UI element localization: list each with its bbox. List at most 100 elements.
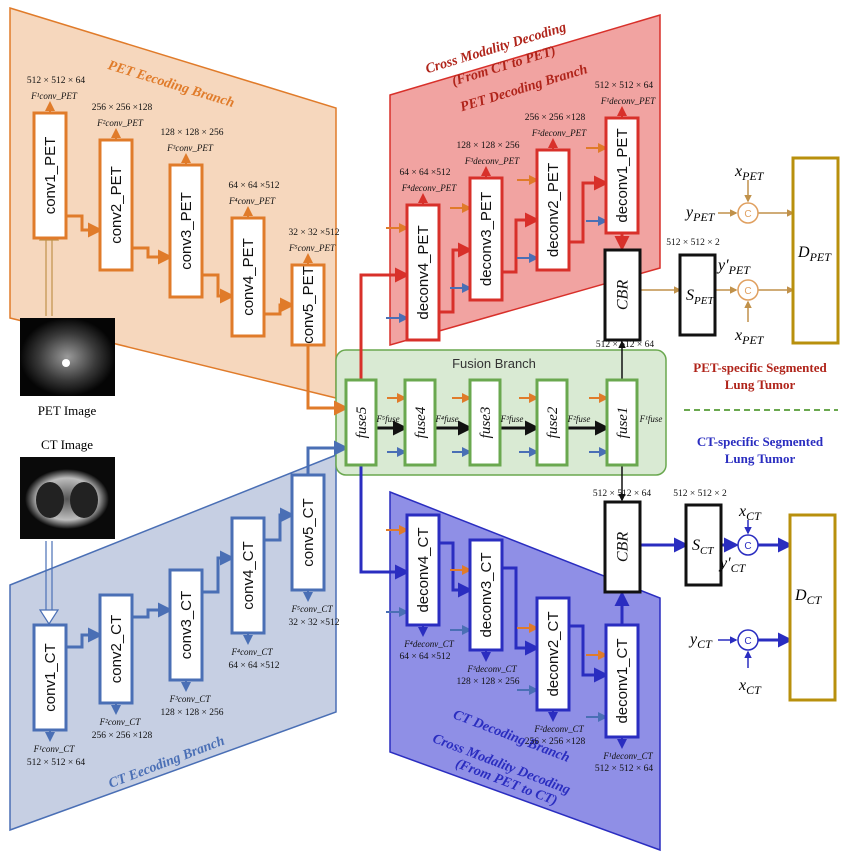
ct-deconv3_CT-box (468, 538, 504, 652)
ct-conv4-dim: 64 × 64 ×512 (228, 661, 279, 671)
pet-conv5-box (290, 263, 326, 347)
cbr-top-box (603, 248, 642, 342)
pet-image-hotspot (62, 359, 70, 367)
pet-deconv3_PET-dim: 128 × 128 × 256 (457, 141, 520, 151)
fusion-fuse1-box (605, 378, 639, 467)
ct-input-arrow (38, 541, 60, 626)
pet-deconv1_PET-feature: F¹deconv_PET (600, 96, 656, 106)
cbr-top-box-label: CBR (615, 280, 632, 310)
ct-deconv4_CT-box-label: deconv4_CT (415, 527, 432, 612)
pet-deconv1_PET-box-label: deconv1_PET (614, 128, 631, 222)
pet-conv2-box (98, 138, 134, 272)
y-pet-symbol: yPET (684, 204, 716, 224)
ct-image-caption: CT Image (41, 437, 93, 452)
cbr-bottom-box-label: CBR (615, 532, 632, 562)
ct-deconv3_CT-box-label: deconv3_CT (478, 552, 495, 637)
ct-deconv3_CT-dim: 128 × 128 × 256 (457, 677, 520, 687)
y-ct-symbol: yCT (688, 631, 713, 651)
ct-link-2 (132, 602, 173, 619)
ct-conv3-dim: 128 × 128 × 256 (161, 708, 224, 718)
concat-ct-top (737, 534, 759, 556)
ct-conv2-feature: F²conv_CT (99, 717, 142, 727)
pet-conv1-feature: F¹conv_PET (30, 91, 78, 101)
ct-deconv1_CT-box-label: deconv1_CT (614, 638, 631, 723)
pet-deconv3_PET-feature: F³deconv_PET (464, 156, 520, 166)
ct-image-lung-left (36, 482, 64, 518)
pet-conv4-dim: 64 × 64 ×512 (228, 181, 279, 191)
pet-deconv2_PET-box-label: deconv2_PET (545, 163, 562, 257)
fusion-fuse1-box-label: fuse1 (615, 407, 631, 439)
concat-pet-bottom (737, 279, 759, 301)
ct-decoder-link-2 (502, 566, 540, 656)
pet-link-4 (264, 297, 295, 316)
pet-image-caption: PET Image (38, 403, 97, 418)
pet-conv2-feature: F²conv_PET (96, 118, 144, 128)
ct-conv4-feature: F⁴conv_CT (230, 647, 273, 657)
ct-conv3-box (168, 568, 204, 682)
pet-conv5-feature: F⁵conv_PET (288, 243, 336, 253)
s-ct-box (684, 503, 723, 587)
pet-deconv4_PET-dim: 64 × 64 ×512 (399, 168, 450, 178)
ct-decoder-link-1 (439, 541, 473, 598)
pet-conv4-box-label: conv4_PET (240, 238, 257, 316)
pet-result-line2: Lung Tumor (725, 377, 796, 392)
fusion-fuse2-box (535, 378, 569, 467)
pet-conv3-feature: F³conv_PET (166, 143, 214, 153)
pet-conv1-box-label: conv1_PET (42, 137, 59, 215)
ct-deconv4_CT-dim: 64 × 64 ×512 (399, 652, 450, 662)
fusion-fuse3-box-label: fuse3 (478, 407, 494, 439)
ct-image-lung-right (70, 482, 98, 518)
fusion-fuse4-feature: F⁴fuse (434, 414, 458, 424)
fusion-title: Fusion Branch (452, 356, 536, 371)
pet-deconv3_PET-box (468, 176, 504, 302)
fusion-fuse3-feature: F³fuse (500, 414, 524, 424)
pet-deconv4_PET-feature: F⁴deconv_PET (401, 183, 458, 193)
s-ct-dim: 512 × 512 × 2 (673, 489, 727, 499)
pet-conv3-dim: 128 × 128 × 256 (161, 128, 224, 138)
ct-conv3-box-label: conv3_CT (178, 591, 195, 659)
pet-decoder-link-3 (569, 175, 609, 244)
ct-conv1-box (32, 623, 68, 732)
x-pet-bottom-symbol: xPET (734, 327, 765, 347)
fusion-fuse1-feature: F¹fuse (639, 414, 663, 424)
pet-conv1-dim: 512 × 512 × 64 (27, 76, 85, 86)
ct-conv5-feature: F⁵conv_CT (290, 604, 333, 614)
pet-image (20, 318, 115, 396)
pet-conv4-box (230, 216, 266, 338)
fuse5-to-ct-decoder (359, 465, 410, 580)
ct-deconv1_CT-box (604, 623, 640, 739)
ct-decoder-link-3 (569, 624, 609, 683)
ct-deconv4_CT-box (405, 513, 441, 627)
pet-decoder-link-2 (502, 212, 540, 274)
ct-conv4-box-label: conv4_CT (240, 541, 257, 609)
pet-conv5-box-label: conv5_PET (300, 266, 317, 344)
ct-deconv1_CT-dim: 512 × 512 × 64 (595, 764, 653, 774)
fusion-fuse4-box (403, 378, 437, 467)
pet-deconv2_PET-box (535, 148, 571, 272)
pet-conv2-dim: 256 × 256 ×128 (92, 103, 153, 113)
pet-link-2 (132, 246, 173, 265)
pet-link-3 (202, 273, 235, 304)
concat-pet-top-label: C (744, 209, 751, 220)
ct-result-line1: CT-specific Segmented (697, 434, 824, 449)
pet-conv5-dim: 32 × 32 ×512 (288, 228, 339, 238)
ct-deconv2_CT-feature: F²deconv_CT (533, 724, 584, 734)
pet-conv2-box-label: conv2_PET (108, 166, 125, 244)
ct-deconv3_CT-feature: F³deconv_CT (466, 664, 517, 674)
fusion-fuse5-feature: F⁵fuse (375, 414, 399, 424)
pet-deconv1_PET-dim: 512 × 512 × 64 (595, 81, 653, 91)
ct-conv1-dim: 512 × 512 × 64 (27, 758, 85, 768)
pet-decoder-link-1 (439, 242, 473, 314)
s-pet-dim: 512 × 512 × 2 (666, 238, 720, 248)
cbr-top-dim: 512 × 512 × 64 (596, 340, 654, 350)
ct-deconv4_CT-feature: F⁴deconv_CT (403, 639, 455, 649)
pet-deconv2_PET-dim: 256 × 256 ×128 (525, 113, 586, 123)
ct-deconv1_CT-feature: F¹deconv_CT (602, 751, 653, 761)
cbr-bottom-dim: 512 × 512 × 64 (593, 489, 651, 499)
concat-ct-bottom-label: C (744, 636, 751, 647)
ct-conv2-box (98, 593, 134, 705)
concat-ct-top-label: C (744, 541, 751, 552)
x-pet-top-symbol: xPET (734, 163, 765, 183)
pet-conv3-box (168, 163, 204, 299)
pet-deconv2_PET-feature: F²deconv_PET (531, 128, 587, 138)
